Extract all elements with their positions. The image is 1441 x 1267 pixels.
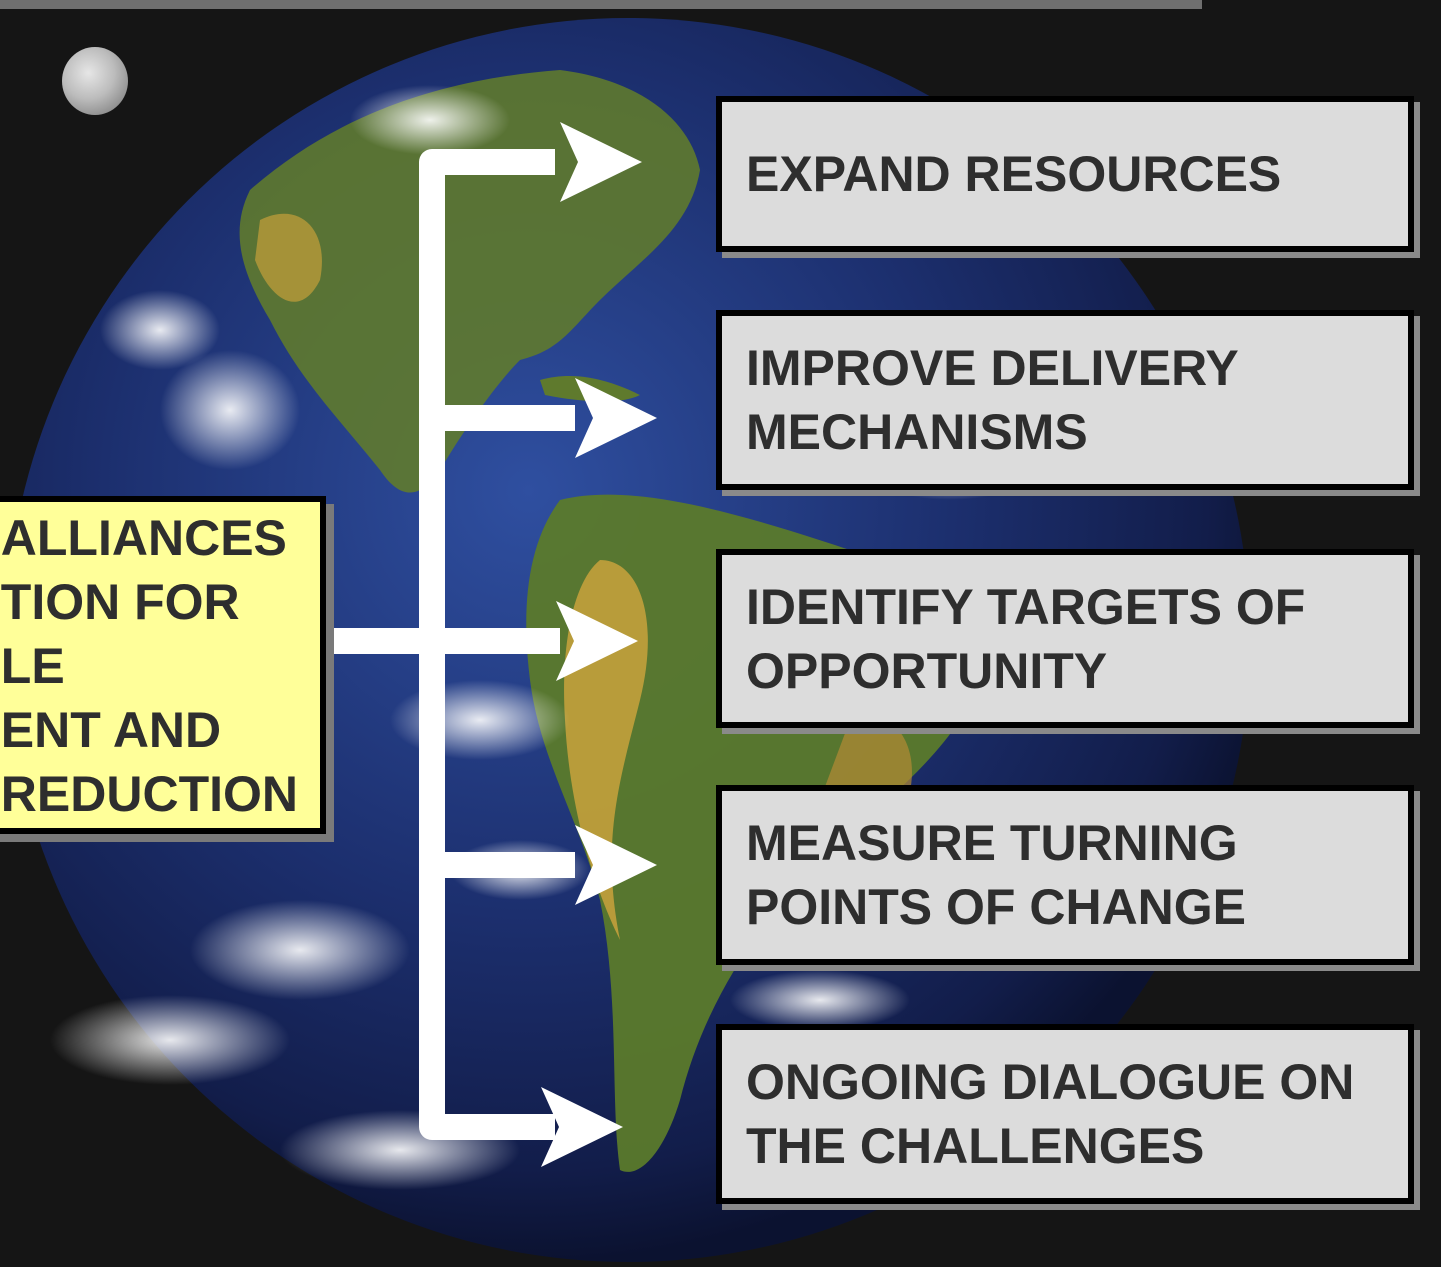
arrowhead-5 bbox=[541, 1087, 623, 1167]
step-label: MEASURE TURNING POINTS OF CHANGE bbox=[746, 815, 1247, 935]
step-box-measure-turning-points: MEASURE TURNING POINTS OF CHANGE bbox=[716, 785, 1414, 965]
step-label: IDENTIFY TARGETS OF OPPORTUNITY bbox=[746, 578, 1306, 699]
step-box-expand-resources: EXPAND RESOURCES bbox=[716, 96, 1414, 252]
step-label: ONGOING DIALOGUE ON THE CHALLENGES bbox=[746, 1054, 1355, 1174]
arrowhead-1 bbox=[560, 122, 642, 202]
step-label: EXPAND RESOURCES bbox=[746, 146, 1282, 202]
arrowhead-4 bbox=[575, 825, 657, 905]
arrowhead-3 bbox=[556, 601, 638, 681]
step-box-ongoing-dialogue: ONGOING DIALOGUE ON THE CHALLENGES bbox=[716, 1024, 1414, 1204]
moon bbox=[62, 47, 128, 115]
arrowhead-2 bbox=[575, 378, 657, 458]
main-goal-text: ALLIANCES TION FOR LE ENT AND REDUCTION bbox=[0, 510, 298, 822]
step-box-improve-delivery: IMPROVE DELIVERY MECHANISMS bbox=[716, 310, 1414, 490]
step-label: IMPROVE DELIVERY MECHANISMS bbox=[746, 340, 1239, 460]
step-box-identify-targets: IDENTIFY TARGETS OF OPPORTUNITY bbox=[716, 549, 1414, 728]
top-bar bbox=[0, 0, 1202, 9]
main-goal-box: ALLIANCES TION FOR LE ENT AND REDUCTION bbox=[0, 496, 326, 834]
